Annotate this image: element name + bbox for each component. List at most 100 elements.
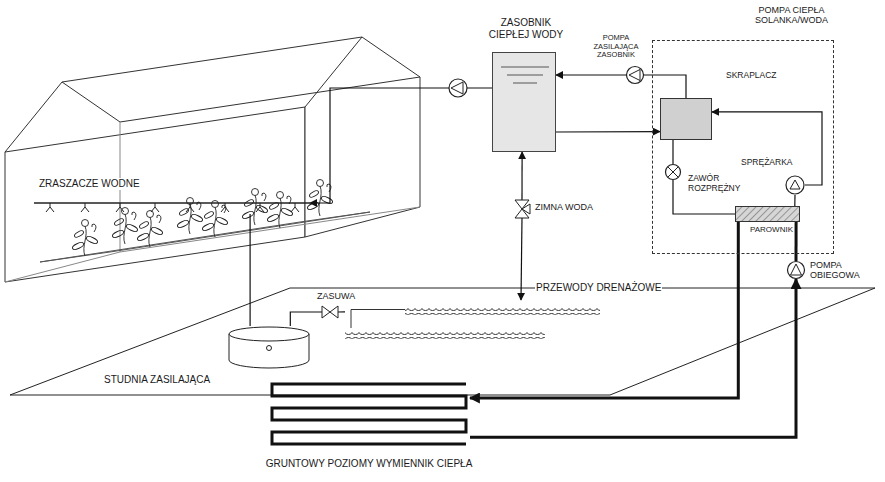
shape: [186, 207, 190, 212]
part-label: ZAWÓR ROZPRĘŻNY: [687, 174, 751, 194]
well-cylinder: STUDNIA ZASILAJĄCA: [228, 326, 310, 370]
plant: [256, 204, 269, 214]
plant: [126, 223, 139, 233]
pipe-connector: [310, 88, 492, 203]
pipe-connector: [794, 195, 795, 206]
shape: [116, 207, 120, 212]
plant: [267, 213, 280, 223]
plant: [84, 226, 86, 256]
gate-valve-symbol: ZASUWA: [322, 306, 338, 318]
greenhouse: [5, 252, 120, 282]
condenser-box: SKRAPLACZ: [660, 98, 712, 140]
shape: [225, 203, 226, 207]
shape: [190, 207, 194, 212]
part-label: ZRASZACZE WODNE: [38, 178, 141, 190]
shape: [513, 83, 537, 84]
shape: [225, 207, 229, 212]
plant: [242, 210, 255, 220]
plant: [124, 214, 126, 244]
pipe-connector: [644, 75, 686, 98]
shape: [256, 207, 260, 212]
shape: [786, 176, 804, 194]
shape: [221, 207, 225, 212]
shape: [322, 306, 338, 318]
plant: [82, 220, 89, 227]
shape: [351, 310, 352, 329]
ground-plane: [10, 288, 875, 395]
sprinkler-line: ZRASZACZE WODNE: [30, 176, 310, 214]
shape: [272, 384, 466, 444]
pipe-connector: [521, 218, 522, 300]
plant: [214, 207, 216, 237]
shape: [668, 167, 678, 177]
part-label: PAROWNIK: [749, 225, 794, 234]
shape: [190, 203, 191, 207]
pipe-connector: [290, 312, 322, 326]
part-label: GRUNTOWY POZIOMY WYMIENNIK CIEPŁA: [265, 458, 474, 470]
part-label: SKRAPLACZ: [725, 71, 778, 81]
part-label: ZIMNA WODA: [534, 202, 594, 212]
plant: [277, 192, 284, 199]
plant: [72, 241, 85, 251]
shape: [46, 207, 50, 212]
part-label: ZASOBNIK CIEPŁEJ WODY: [485, 17, 567, 40]
shape: [50, 207, 54, 212]
plant: [212, 201, 219, 208]
shape: [345, 300, 600, 344]
greenhouse: [40, 212, 370, 262]
compressor-symbol: SPRĘŻARKA: [785, 175, 805, 195]
greenhouse: [62, 77, 420, 122]
plant: [309, 190, 320, 199]
shape: [50, 203, 51, 207]
evaporator-box: PAROWNIK: [735, 206, 800, 222]
shape: [735, 206, 800, 222]
plant: [252, 189, 259, 196]
pump-symbol: POMPA ZASILAJĄCA ZASOBNIK: [626, 66, 644, 84]
plant: [112, 229, 125, 239]
plant: [177, 219, 190, 229]
shape: [291, 207, 295, 212]
shape: [790, 180, 800, 189]
plant: [157, 215, 161, 223]
shape: [295, 207, 299, 212]
brine-pipe: [470, 279, 796, 437]
plant: [179, 208, 190, 217]
expansion-valve-symbol: ZAWÓR ROZPRĘŻNY: [665, 164, 681, 180]
shape: [626, 66, 644, 84]
part-label: POMPA OBIEGOWA: [809, 260, 873, 281]
shape: [668, 167, 678, 177]
shape: [120, 203, 121, 207]
shape: [787, 261, 805, 279]
pump-symbol: [451, 82, 463, 94]
shape: [85, 203, 86, 207]
shape: [665, 164, 681, 180]
shape: [155, 207, 159, 212]
shape: [120, 207, 124, 212]
plant: [151, 226, 164, 236]
shape: [351, 309, 405, 310]
shape: [627, 67, 644, 84]
shape: [155, 203, 156, 207]
pipe-connector: [672, 140, 673, 164]
plant: [191, 213, 204, 223]
brine-pipe: [795, 222, 798, 261]
plant: [216, 216, 229, 226]
pipe-connector: [556, 74, 626, 75]
greenhouse: [305, 37, 420, 237]
shape: [260, 207, 264, 212]
drainage-pipes: PRZEWODY DRENAŻOWE: [345, 300, 600, 344]
shape: [629, 70, 640, 81]
shape: [405, 304, 600, 315]
shape: [501, 67, 549, 68]
shape: [522, 204, 530, 214]
shape: [788, 262, 805, 279]
plant: [137, 232, 150, 242]
plant: [139, 221, 150, 230]
hot-water-tank: ZASOBNIK CIEPŁEJ WODY: [492, 52, 556, 152]
shape: [507, 75, 543, 76]
pipe-connector: [250, 214, 251, 326]
shape: [493, 53, 555, 151]
shape: [34, 202, 310, 203]
shape: [228, 326, 310, 370]
